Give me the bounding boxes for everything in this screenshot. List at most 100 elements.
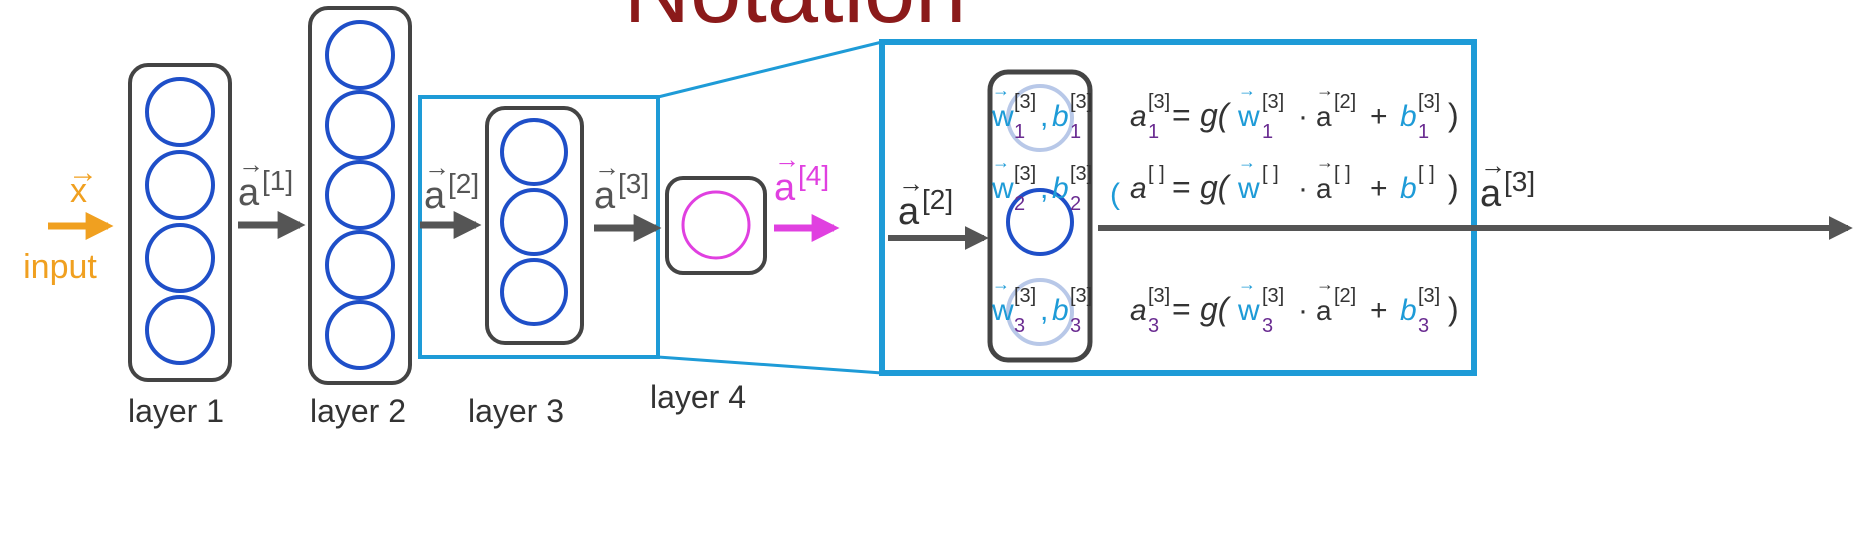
layer-3-neuron xyxy=(500,258,568,326)
param-b-subscript: 1 xyxy=(1070,121,1081,143)
eq-w-vector-arrow: → xyxy=(1238,80,1256,100)
layer-2-box xyxy=(308,6,412,385)
param-comma: , xyxy=(1040,100,1048,133)
layer-1-box xyxy=(128,63,232,382)
eq-dot: · xyxy=(1298,100,1308,133)
eq-dot: · xyxy=(1298,172,1308,205)
eq-lhs-symbol: a xyxy=(1130,294,1147,327)
a2-vector-arrow: → xyxy=(424,152,450,182)
param-b-symbol: b xyxy=(1052,100,1069,133)
eq-plus: + xyxy=(1370,100,1388,133)
eq-b-superscript: [3] xyxy=(1418,285,1440,307)
eq-lhs-superscript: [3] xyxy=(1148,285,1170,307)
eq-b-subscript: 1 xyxy=(1418,121,1429,143)
a3-superscript: [3] xyxy=(618,168,649,199)
layer-2-neuron xyxy=(325,300,395,370)
eq-w-superscript: [3] xyxy=(1262,91,1284,113)
page-title: Notation xyxy=(624,0,967,42)
eq-b-symbol: b xyxy=(1400,100,1417,133)
layer-1-neuron xyxy=(145,295,215,365)
layer-1-neuron xyxy=(145,150,215,220)
layer-2-neuron xyxy=(325,90,395,160)
eq-w-symbol: w xyxy=(1237,100,1260,133)
activation-a4: → a [4] xyxy=(774,144,840,242)
eq-w-vector-arrow: → xyxy=(1238,274,1256,294)
a1-superscript: [1] xyxy=(262,165,293,196)
layer-3-neuron xyxy=(500,118,568,186)
zoom-input-symbol: a xyxy=(898,191,920,233)
a1-vector-arrow: → xyxy=(238,149,264,179)
layer-4-label: layer 4 xyxy=(650,379,746,415)
eq-b-subscript: 3 xyxy=(1418,315,1429,337)
layer-1-neuron xyxy=(145,223,215,293)
layer-4-neuron xyxy=(681,190,751,260)
layer-2: layer 2 xyxy=(308,6,412,429)
param-b-symbol: b xyxy=(1052,294,1069,327)
layer-1-neuron xyxy=(145,77,215,147)
eq-w-superscript: [ ] xyxy=(1262,163,1279,185)
activation-a2: → a [2] xyxy=(420,152,482,239)
eq-g-open: g( xyxy=(1200,169,1232,205)
param-w-symbol: w xyxy=(991,294,1014,327)
param-w-vector-arrow: → xyxy=(992,152,1010,172)
eq-equals: = xyxy=(1172,291,1191,327)
eq-a-superscript: [ ] xyxy=(1334,163,1351,185)
eq-w-symbol: w xyxy=(1237,172,1260,205)
a3-vector-arrow: → xyxy=(594,152,620,182)
eq-close-paren: ) xyxy=(1448,291,1459,327)
eq-a-vector-arrow: → xyxy=(1316,274,1334,294)
eq-b-superscript: [3] xyxy=(1418,91,1440,113)
zoom-panel-box xyxy=(879,39,1477,376)
a1-symbol: a xyxy=(238,172,260,214)
eq-lhs-superscript: [ ] xyxy=(1148,163,1165,185)
eq-a-vector-arrow: → xyxy=(1316,80,1334,100)
param-b-subscript: 3 xyxy=(1070,315,1081,337)
zoom-line-bottom xyxy=(657,355,883,375)
zoom-output-superscript: [3] xyxy=(1504,166,1535,197)
zoom-neuron xyxy=(1006,188,1074,256)
param-b-symbol: b xyxy=(1052,172,1069,205)
eq-b-symbol: b xyxy=(1400,172,1417,205)
eq-lhs-subscript: 3 xyxy=(1148,315,1159,337)
eq-a-superscript: [2] xyxy=(1334,285,1356,307)
zoom-neuron xyxy=(1006,278,1074,346)
layer-4: layer 4 xyxy=(650,176,767,415)
input-group: → x input xyxy=(23,156,114,286)
eq-lhs-symbol: a xyxy=(1130,100,1147,133)
param-comma: , xyxy=(1040,294,1048,327)
zoom-input-vector-arrow: → xyxy=(898,168,924,198)
eq-close-paren: ) xyxy=(1448,97,1459,133)
input-symbol: x xyxy=(70,172,87,210)
zoom-output-symbol: a xyxy=(1480,173,1502,215)
eq-w-symbol: w xyxy=(1237,294,1260,327)
input-label: input xyxy=(23,248,97,286)
a4-symbol: a xyxy=(774,167,796,209)
param-w-superscript: [3] xyxy=(1014,163,1036,185)
layer-1-label: layer 1 xyxy=(128,393,224,429)
param-w-symbol: w xyxy=(991,172,1014,205)
param-w-superscript: [3] xyxy=(1014,285,1036,307)
param-b-superscript: [3] xyxy=(1070,163,1092,185)
eq-close-paren: ) xyxy=(1448,169,1459,205)
unit-2-bracket: ( xyxy=(1110,178,1120,211)
zoom-input-superscript: [2] xyxy=(922,184,953,215)
layer-1: layer 1 xyxy=(128,63,232,429)
param-b-subscript: 2 xyxy=(1070,193,1081,215)
layer-3-box xyxy=(485,106,584,345)
eq-a-symbol: a xyxy=(1316,295,1332,326)
eq-b-superscript: [ ] xyxy=(1418,163,1435,185)
param-w-superscript: [3] xyxy=(1014,91,1036,113)
eq-equals: = xyxy=(1172,97,1191,133)
zoom-neuron xyxy=(1006,84,1074,152)
eq-g-open: g( xyxy=(1200,291,1232,327)
eq-lhs-subscript: 1 xyxy=(1148,121,1159,143)
zoom-output-vector-arrow: → xyxy=(1480,150,1506,180)
eq-a-symbol: a xyxy=(1316,101,1332,132)
param-w-symbol: w xyxy=(991,100,1014,133)
activation-a3: → a [3] xyxy=(594,152,662,242)
layer-2-neuron xyxy=(325,20,395,90)
eq-w-subscript: 1 xyxy=(1262,121,1273,143)
